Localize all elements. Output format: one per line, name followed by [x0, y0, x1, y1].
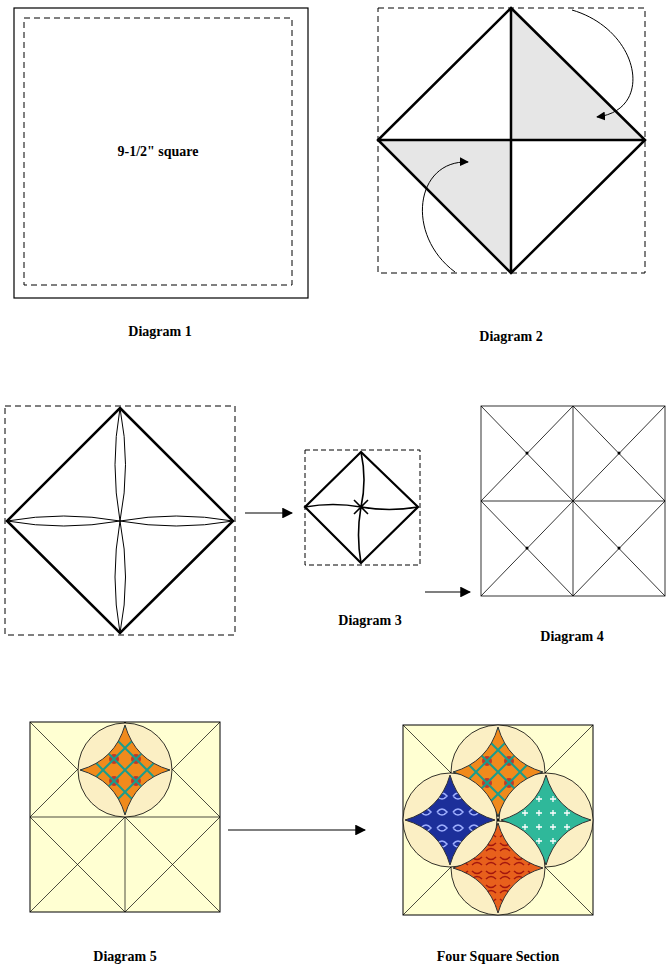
square-block: 9-1/2" square	[24, 18, 292, 285]
diagram-caption: Diagram 1	[128, 324, 191, 340]
diagram-caption: Diagram 2	[479, 329, 542, 345]
diagram-caption: Diagram 3	[338, 613, 401, 629]
size-label: 9-1/2" square	[117, 144, 198, 160]
diagram-caption: Diagram 4	[540, 629, 603, 645]
diagram-caption: Diagram 5	[93, 949, 156, 965]
diagram-caption: Four Square Section	[437, 949, 559, 965]
